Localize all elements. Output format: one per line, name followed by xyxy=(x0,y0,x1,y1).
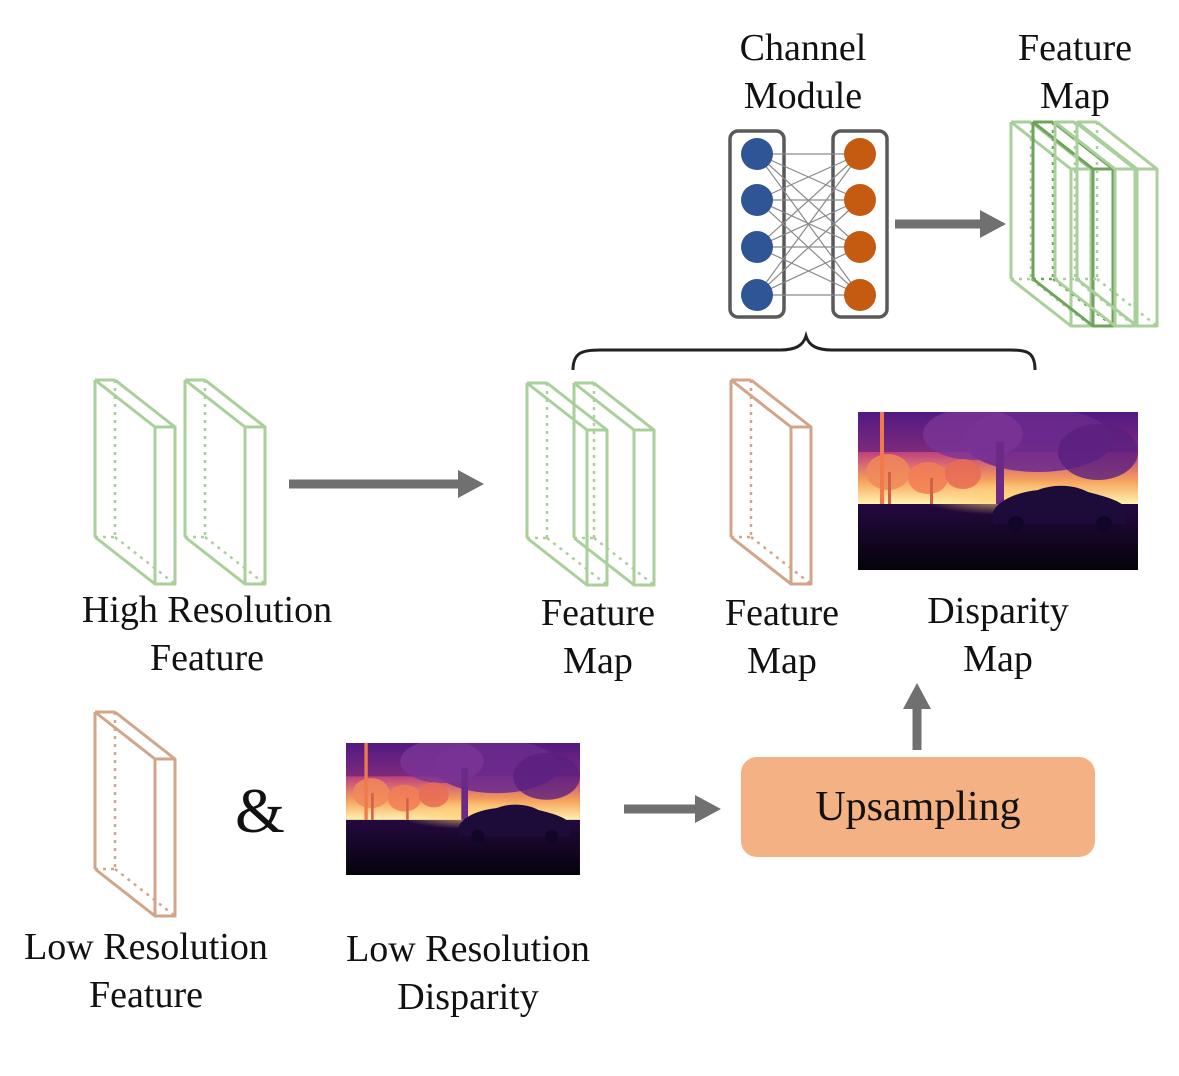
arrows-layer xyxy=(289,210,1006,823)
mid-feature-map-brown xyxy=(729,378,813,586)
top-feature-map-slab-3 xyxy=(1053,120,1137,328)
top-feature-map-slab-4 xyxy=(1075,120,1159,328)
upsampling-block: Upsampling xyxy=(741,757,1095,857)
feature-boxes-layer xyxy=(93,120,1159,918)
channel-connections xyxy=(756,153,861,296)
output-channel-node xyxy=(844,279,876,311)
output-channel-column xyxy=(831,129,889,319)
feature-map-top-label: Feature Map xyxy=(1018,27,1132,117)
ampersand-symbol: & xyxy=(235,775,285,846)
feature-map-brown-label: Feature Map xyxy=(725,592,839,682)
channel-module-label: Channel Module xyxy=(739,27,867,117)
low-resolution-feature-label: Low Resolution Feature xyxy=(24,926,268,1016)
low-res-feature-slab xyxy=(93,710,177,918)
arrow-upsampling-to-disparity-map xyxy=(903,683,931,750)
mid-feature-map-green-2 xyxy=(572,381,656,587)
disparity-map-label: Disparity Map xyxy=(927,590,1069,680)
high-res-feature-slab-1 xyxy=(93,378,177,586)
output-channel-node xyxy=(844,231,876,263)
input-channel-node xyxy=(741,138,773,170)
low-resolution-disparity-label: Low Resolution Disparity xyxy=(346,928,590,1018)
input-channel-column xyxy=(728,129,786,319)
arrow-channel-module-to-feature-map xyxy=(895,210,1006,238)
low-res-disparity-image xyxy=(346,743,580,875)
top-feature-map-slab-2 xyxy=(1031,120,1115,328)
output-channel-node xyxy=(844,138,876,170)
arrow-low-res-to-upsampling xyxy=(624,795,721,823)
input-channel-node xyxy=(741,231,773,263)
mid-feature-map-green-1 xyxy=(525,381,609,587)
top-feature-map-slab-1 xyxy=(1009,120,1093,328)
grouping-brace xyxy=(571,330,1037,371)
arrow-high-res-to-feature-maps xyxy=(289,470,484,498)
feature-map-green-label: Feature Map xyxy=(541,592,655,682)
input-channel-node xyxy=(741,184,773,216)
output-channel-node xyxy=(844,184,876,216)
input-channel-node xyxy=(741,279,773,311)
channel-module-network xyxy=(728,129,889,319)
high-resolution-feature-label: High Resolution Feature xyxy=(81,589,333,679)
disparity-map-image xyxy=(858,412,1138,570)
high-res-feature-slab-2 xyxy=(183,378,267,586)
